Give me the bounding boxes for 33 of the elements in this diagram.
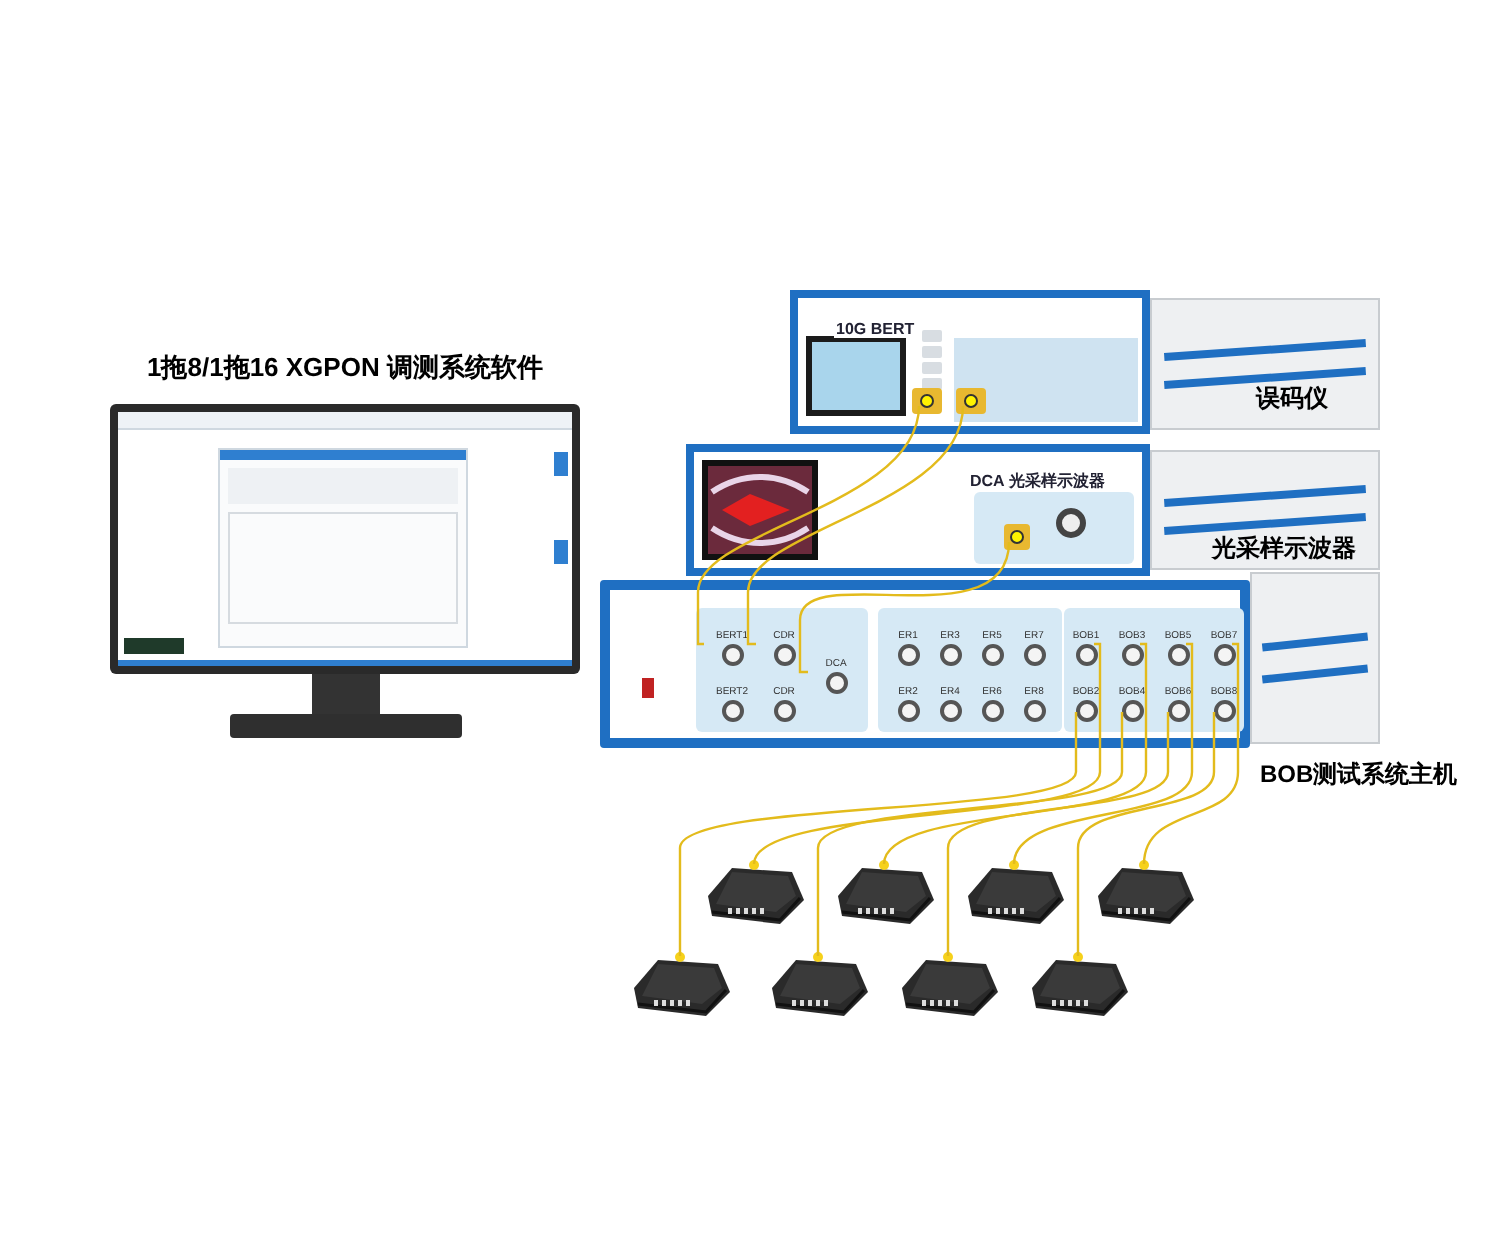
optical-port [1160,630,1196,666]
optical-port [1206,630,1242,666]
optical-port [1068,686,1104,722]
optical-port [1114,686,1150,722]
fiber-connector [1004,524,1030,550]
fiber-cable [946,712,1170,956]
fiber-cable [1076,712,1216,956]
optical-port [714,686,750,722]
optical-port [714,630,750,666]
fiber-connector [956,388,986,414]
device-caption: BOB测试系统主机 [1260,758,1458,792]
fiber-cable [882,642,1148,865]
optical-port [1206,686,1242,722]
node-label: DCA 光采样示波器 [970,472,1105,490]
bert-front-panel [790,290,1150,434]
fiber-connector [912,388,942,414]
optical-port [1068,630,1104,666]
bob-front-panel [600,580,1250,748]
device-caption: 误码仪 [1256,382,1328,416]
node-label: 10G BERT [834,320,917,338]
fiber-cable [1142,642,1240,865]
fiber-cable [798,541,1011,674]
fiber-cable [678,712,1078,956]
node-label: 1拖8/1拖16 XGPON 调测系统软件 [147,350,543,386]
dca-front-panel [686,444,1150,576]
device-caption: 光采样示波器 [1212,532,1356,566]
fiber-cable [1012,642,1194,865]
optical-port [1160,686,1196,722]
fiber-cable [752,642,1102,865]
fiber-cable [696,405,921,646]
fiber-cable [816,712,1124,956]
fiber-cable [746,405,965,646]
optical-port [1114,630,1150,666]
